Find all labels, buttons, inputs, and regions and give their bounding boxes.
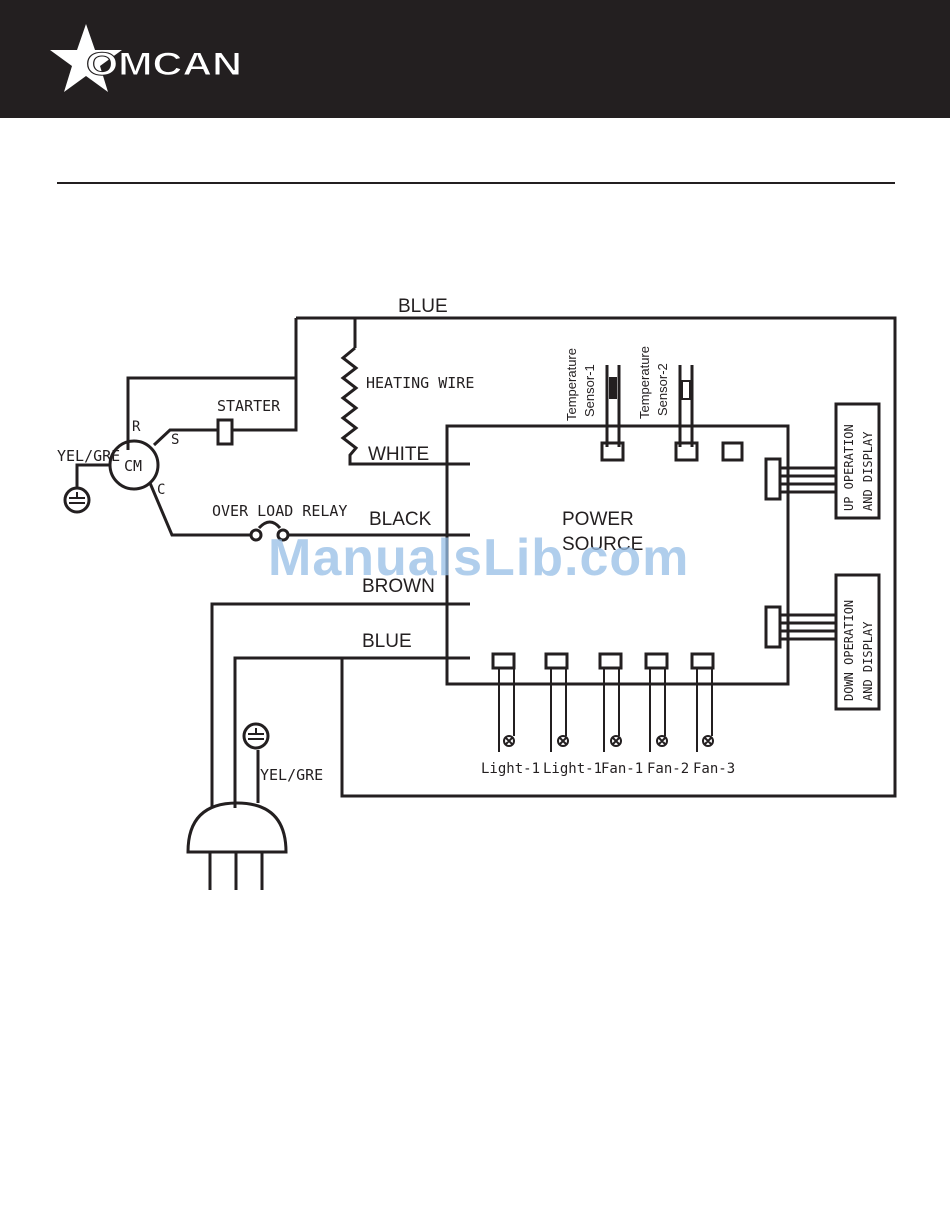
load-wires xyxy=(499,668,712,752)
heating-wire-label: HEATING WIRE xyxy=(366,374,474,392)
load-connector xyxy=(546,654,567,668)
up-display-label: UP OPERATION xyxy=(842,424,856,511)
wire-label-top-blue: BLUE xyxy=(398,296,448,317)
load-label: Light-1 xyxy=(481,761,540,777)
load-connector xyxy=(493,654,514,668)
down-display-label: DOWN OPERATION xyxy=(842,600,856,701)
ground-icon xyxy=(65,488,268,748)
ground-label-compressor: YEL/GRE xyxy=(57,447,120,465)
sensor-1-label: Sensor-1 xyxy=(582,364,597,417)
down-display-connector xyxy=(766,607,780,647)
load-connector xyxy=(692,654,713,668)
sensor-2-label: Temperature xyxy=(637,346,652,419)
ground-label-plug: YEL/GRE xyxy=(260,766,323,784)
load-label: Light-1 xyxy=(543,761,602,777)
plug-pins xyxy=(210,852,262,890)
terminal-c-label: C xyxy=(157,482,165,498)
compressor-label: CM xyxy=(124,457,142,475)
up-display-connector xyxy=(766,459,780,499)
load-connector xyxy=(600,654,621,668)
terminal-r-label: R xyxy=(132,419,141,435)
up-display-label: AND DISPLAY xyxy=(861,431,875,511)
ground-lead-wire xyxy=(77,465,110,488)
wire-label-white: WHITE xyxy=(368,444,429,465)
starter-icon xyxy=(218,420,232,444)
starter-label: STARTER xyxy=(217,397,281,415)
spare-connector xyxy=(723,443,742,460)
plug-icon xyxy=(188,803,286,852)
overload-contact-icon xyxy=(251,530,261,540)
load-label: Fan-2 xyxy=(647,761,689,777)
s-wire xyxy=(154,430,218,445)
bottom-blue-wire xyxy=(235,658,470,808)
wire-label-bottom-blue: BLUE xyxy=(362,631,412,652)
load-label: Fan-3 xyxy=(693,761,735,777)
down-display-label: AND DISPLAY xyxy=(861,621,875,701)
overload-relay-label: OVER LOAD RELAY xyxy=(212,502,347,520)
load-connector xyxy=(646,654,667,668)
wire-label-black: BLACK xyxy=(369,509,432,530)
sensor-2-element xyxy=(682,381,690,399)
terminal-s-label: S xyxy=(171,432,179,448)
power-source-label: POWER xyxy=(562,509,634,530)
sensor-2-wire xyxy=(680,365,692,447)
sensor-2-label: Sensor-2 xyxy=(655,363,670,416)
watermark: ManualsLib.com xyxy=(268,528,689,588)
sensor-1-label: Temperature xyxy=(564,348,579,421)
sensor-1-element xyxy=(609,377,617,399)
load-label: Fan-1 xyxy=(601,761,643,777)
